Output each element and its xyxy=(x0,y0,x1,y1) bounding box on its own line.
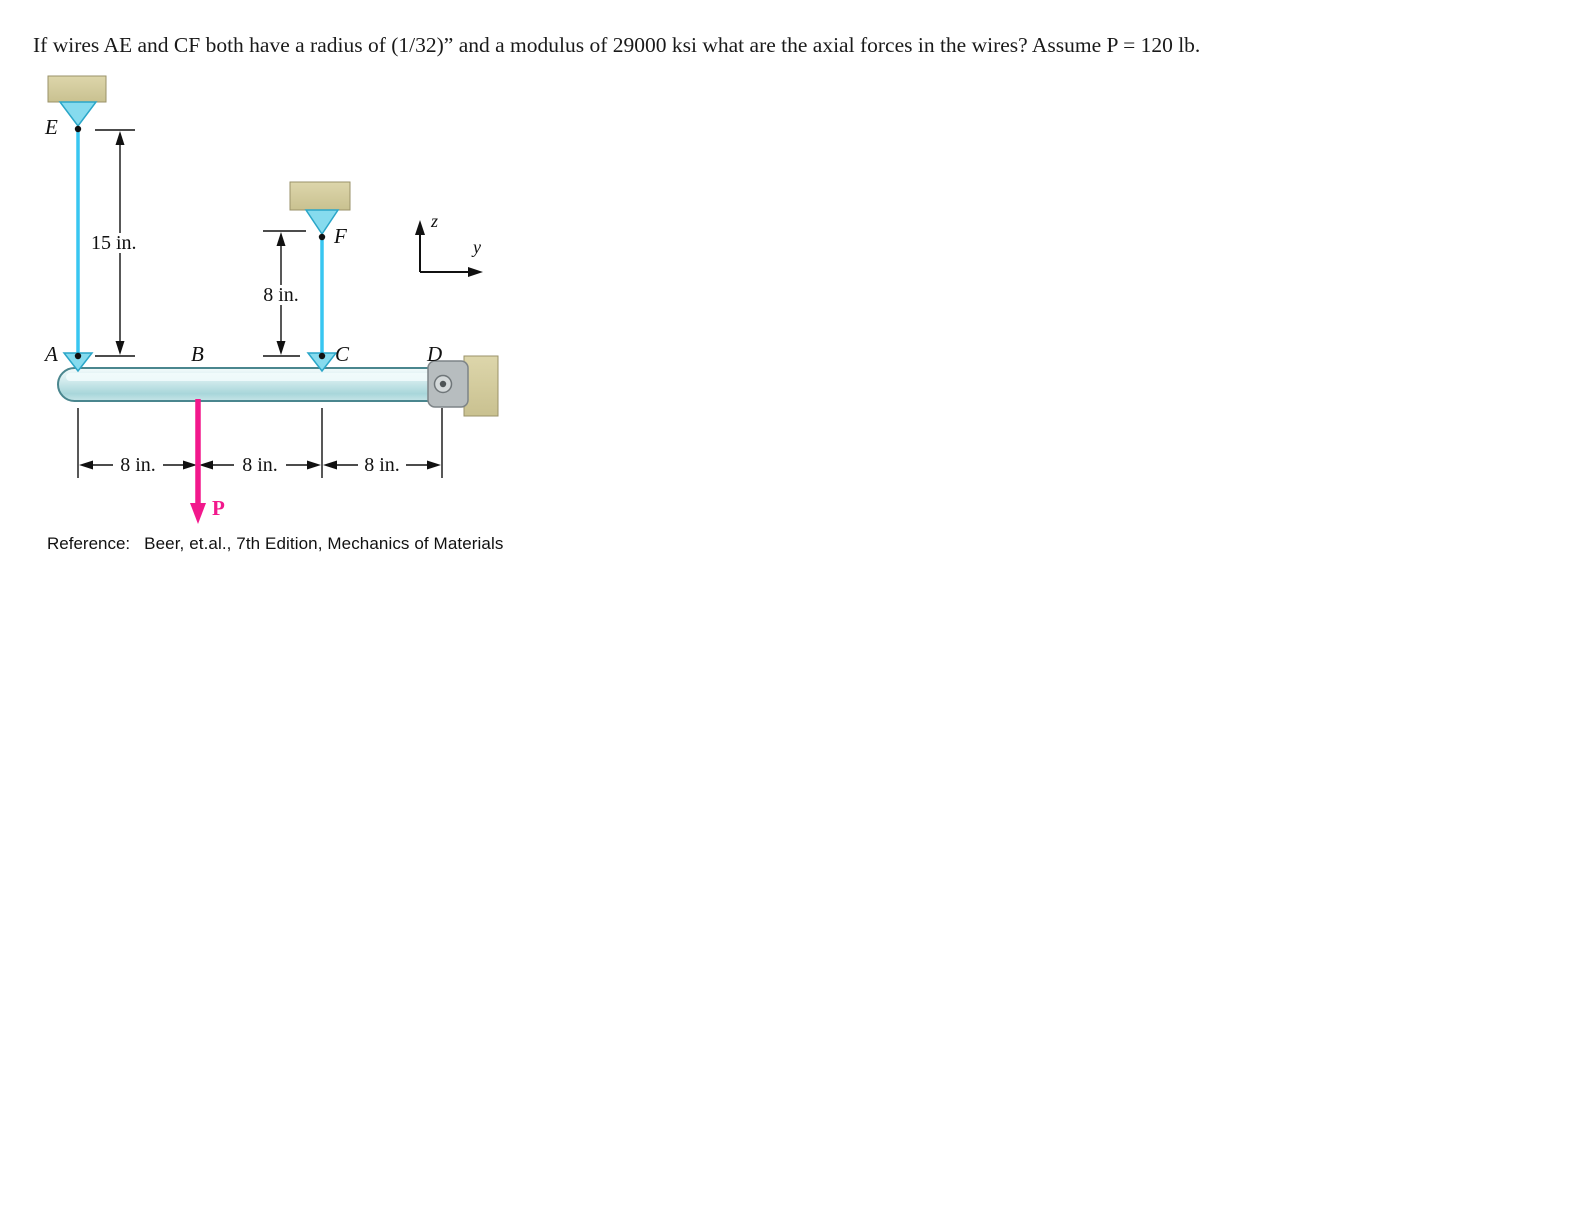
pin-center-D xyxy=(439,380,447,388)
wall-support-D xyxy=(427,355,499,417)
joint-dot-E xyxy=(74,125,82,133)
reference-label: Reference: xyxy=(47,534,131,553)
support-block-E xyxy=(47,75,107,128)
dim-horizontal-arrows xyxy=(79,460,441,470)
pin-triangle-F xyxy=(304,209,340,236)
dim-label-8in-ab: 8 in. xyxy=(117,455,159,475)
reference-text: Beer, et.al., 7th Edition, Mechanics of … xyxy=(144,534,504,553)
load-arrow-head xyxy=(190,503,206,524)
reference-line: Reference: Beer, et.al., 7th Edition, Mec… xyxy=(47,534,503,554)
coordinate-axes xyxy=(415,220,483,277)
beam-ABCD xyxy=(57,367,455,402)
beam-highlight xyxy=(66,373,444,381)
dim-8in-cf-arrow-down xyxy=(276,341,286,355)
dim-8in-cf-arrow-up xyxy=(276,232,286,246)
point-label-B: B xyxy=(191,342,204,366)
y-axis-arrow xyxy=(468,267,483,277)
point-label-A: A xyxy=(45,342,58,366)
point-label-E: E xyxy=(45,115,58,139)
dim-label-8in-bc: 8 in. xyxy=(239,455,281,475)
y-axis-label: y xyxy=(473,237,481,257)
point-label-F: F xyxy=(334,224,347,248)
dim-label-8in-cd: 8 in. xyxy=(361,455,403,475)
problem-statement: If wires AE and CF both have a radius of… xyxy=(33,33,1201,57)
joint-dot-F xyxy=(318,233,326,241)
point-label-D: D xyxy=(427,342,443,366)
pin-triangle-E xyxy=(58,101,98,128)
dim-label-15in: 15 in. xyxy=(88,233,140,253)
dim-15in-arrow-down xyxy=(115,341,125,355)
dim-label-8in-cf: 8 in. xyxy=(260,285,302,305)
dim-15in-arrow-up xyxy=(115,131,125,145)
load-label-P: P xyxy=(212,496,225,520)
z-axis-arrow xyxy=(415,220,425,235)
z-axis-label: z xyxy=(431,211,439,231)
point-label-C: C xyxy=(335,342,350,366)
joint-dot-C xyxy=(318,352,326,360)
joint-dot-A xyxy=(74,352,82,360)
support-block-F xyxy=(289,181,351,236)
